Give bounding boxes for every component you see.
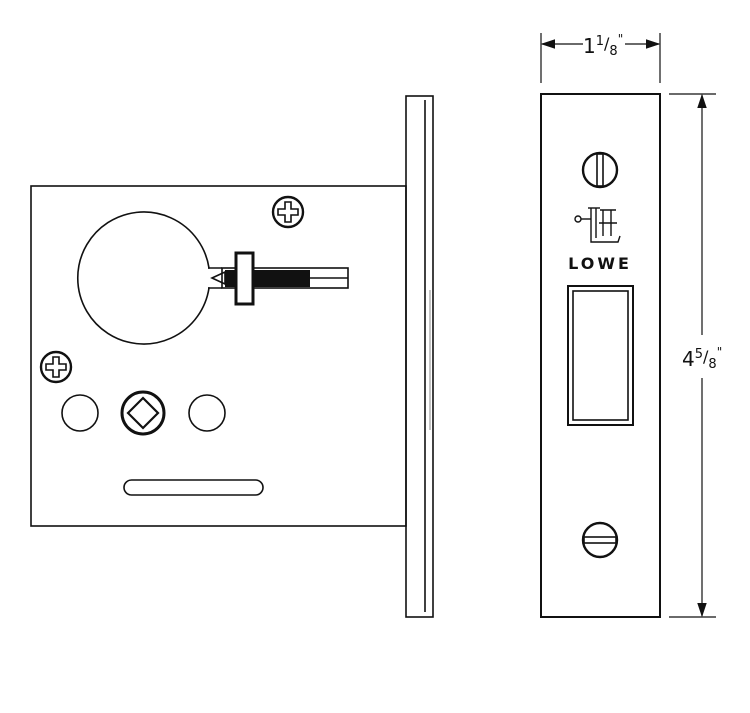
faceplate-edge <box>405 95 434 618</box>
phillips-screw-icon <box>271 195 305 229</box>
mounting-hole-right <box>188 394 226 432</box>
logo-text: LOWE <box>568 254 632 273</box>
mounting-hole-left <box>61 394 99 432</box>
height-dimension: 45/8" <box>669 93 722 618</box>
set-screw-channel <box>208 267 222 289</box>
width-dimension: 11/8" <box>540 32 661 83</box>
cylinder-hole <box>77 211 210 345</box>
phillips-screw-icon <box>39 350 73 384</box>
latch-bolt <box>572 290 629 421</box>
faceplate <box>540 93 661 618</box>
width-dimension-label: 11/8" <box>583 32 623 59</box>
lowe-logo: LOWE <box>568 207 632 273</box>
lock-case-side-view <box>30 95 434 618</box>
monogram-icon <box>574 207 621 243</box>
spindle-hub <box>120 390 166 436</box>
lock-case-body <box>30 185 407 527</box>
latch-opening <box>567 285 634 426</box>
height-dimension-label: 45/8" <box>682 345 722 372</box>
slot-opening <box>123 479 264 496</box>
slotted-screw-icon <box>581 151 619 189</box>
faceplate-front-view: LOWE <box>540 93 661 618</box>
set-screw-nut <box>234 251 255 306</box>
set-screw-tip <box>210 270 226 286</box>
slotted-screw-icon <box>581 521 619 559</box>
